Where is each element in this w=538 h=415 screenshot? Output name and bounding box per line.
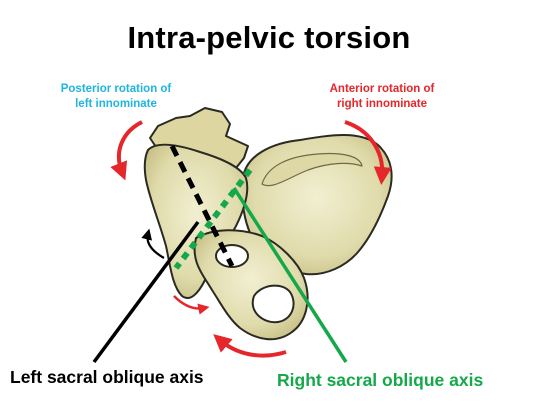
- right-axis-pointer: [232, 187, 348, 363]
- left-axis-pointer: [92, 220, 200, 364]
- left-sacral-axis-line: [169, 144, 235, 268]
- posterior-rotation-line2: left innominate: [75, 98, 157, 110]
- sacral-rotation-arrow: [141, 228, 165, 259]
- anterior-rotation-label: Anterior rotation of right innominate: [302, 82, 462, 112]
- bottom-red-arrow: [213, 334, 287, 358]
- anterior-rotation-arrow: [344, 120, 392, 185]
- posterior-rotation-label: Posterior rotation of left innominate: [36, 82, 196, 112]
- diagram-title: Intra-pelvic torsion: [127, 20, 411, 55]
- anterior-rotation-line2: right innominate: [336, 98, 428, 110]
- left-sacral-oblique-axis-label: Left sacral oblique axis: [10, 367, 204, 387]
- pelvis-bones: [143, 107, 393, 341]
- iliac-fossa: [261, 152, 363, 187]
- right-sacral-oblique-axis-label: Right sacral oblique axis: [277, 370, 484, 390]
- lower-small-red-arrow: [173, 295, 210, 315]
- anterior-rotation-line1: Anterior rotation of: [329, 83, 435, 95]
- obturator-foramen-large: [251, 284, 295, 324]
- posterior-rotation-arrow: [110, 120, 143, 181]
- posterior-rotation-line1: Posterior rotation of: [60, 83, 172, 95]
